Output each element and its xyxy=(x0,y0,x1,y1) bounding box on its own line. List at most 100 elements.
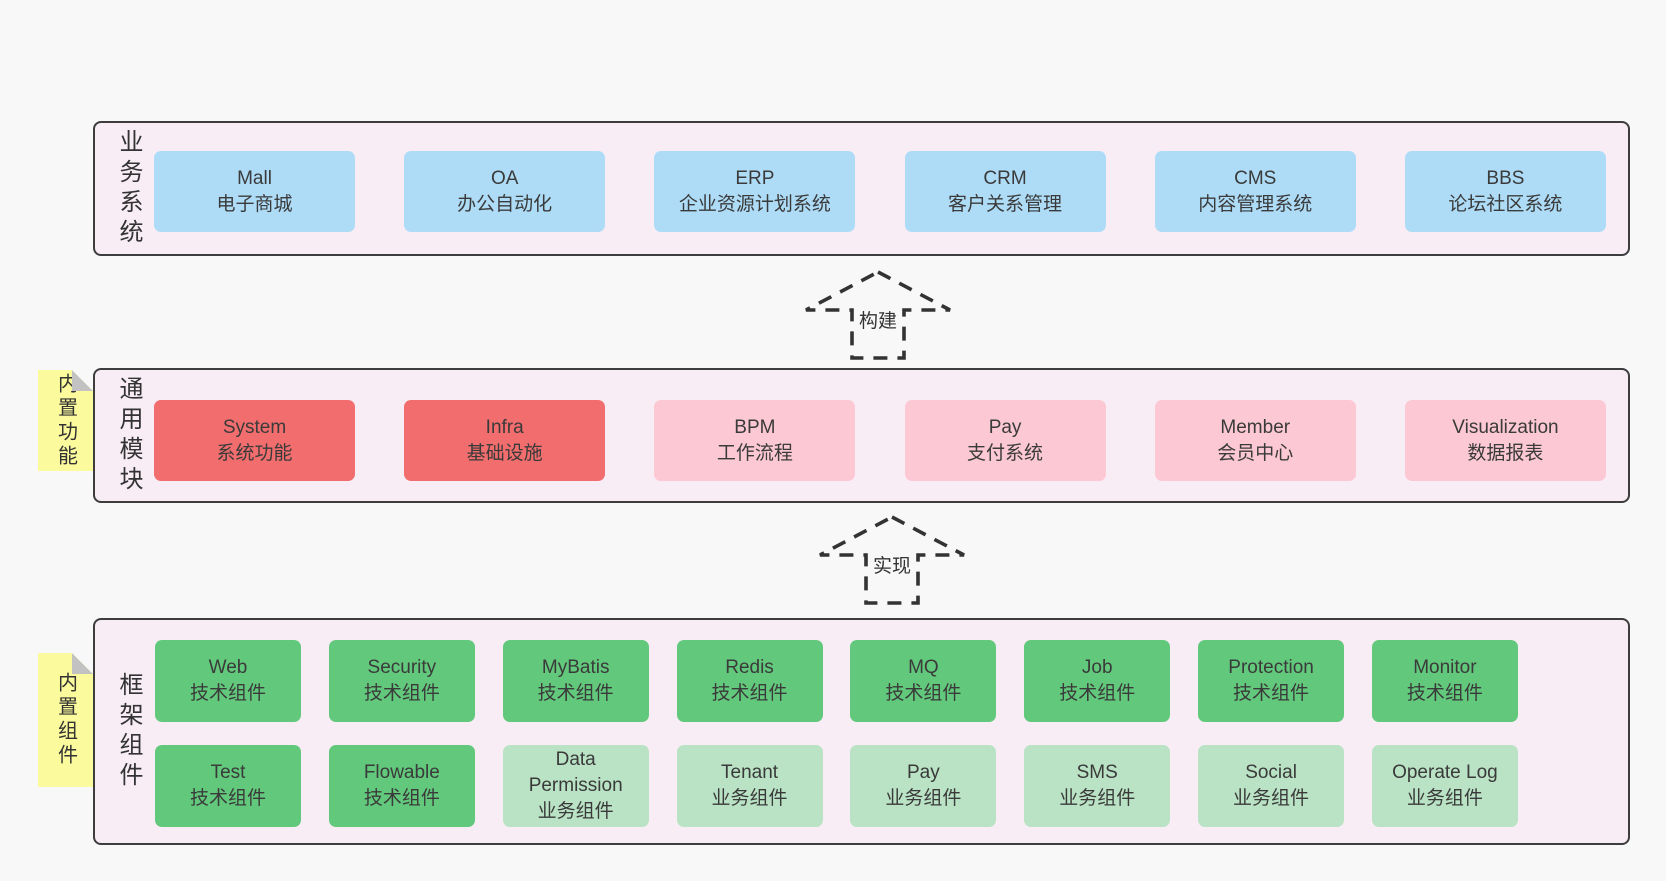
node-subtitle: 技术组件 xyxy=(363,788,440,809)
node-subtitle: 企业资源计划系统 xyxy=(678,193,831,215)
common-modules-row: System 系统功能 Infra 基础设施 BPM 工作流程 Pay 支付系统… xyxy=(154,400,1606,481)
node-title: Operate Log xyxy=(1392,762,1498,783)
builtin-features-sticky-note: 内置功能 xyxy=(38,370,93,471)
business-systems-row: Mall 电子商城 OA 办公自动化 ERP 企业资源计划系统 CRM 客户关系… xyxy=(154,151,1606,232)
node-title: Pay xyxy=(988,416,1022,438)
node-subtitle: 系统功能 xyxy=(216,442,293,464)
framework-components-section: 框架组件 Web 技术组件 Security 技术组件 MyBatis 技术组件… xyxy=(93,618,1630,845)
up-arrow-icon xyxy=(805,269,951,360)
diagram-node-job: Job 技术组件 xyxy=(1024,640,1171,722)
node-subtitle: 技术组件 xyxy=(363,683,440,704)
node-subtitle: 技术组件 xyxy=(885,683,962,704)
diagram-node-test: Test 技术组件 xyxy=(155,745,301,827)
diagram-node-monitor: Monitor 技术组件 xyxy=(1371,640,1518,722)
framework-row-2: Test 技术组件 Flowable 技术组件 Data Permission … xyxy=(155,745,1518,827)
node-subtitle: 基础设施 xyxy=(466,442,543,464)
common-modules-section: 通用模块 System 系统功能 Infra 基础设施 BPM 工作流程 Pay… xyxy=(93,368,1630,503)
diagram-node-member: Member 会员中心 xyxy=(1154,400,1356,481)
framework-row-1: Web 技术组件 Security 技术组件 MyBatis 技术组件 Redi… xyxy=(155,640,1518,722)
diagram-node-mq: MQ 技术组件 xyxy=(850,640,997,722)
node-title: SMS xyxy=(1076,762,1118,783)
node-title: CRM xyxy=(983,167,1027,189)
node-title: OA xyxy=(490,167,519,189)
diagram-node-flowable: Flowable 技术组件 xyxy=(328,745,475,827)
node-title: Member xyxy=(1220,416,1291,438)
diagram-node-oa: OA 办公自动化 xyxy=(404,151,606,232)
diagram-node-crm: CRM 客户关系管理 xyxy=(904,151,1106,232)
node-title: Flowable xyxy=(363,762,440,783)
diagram-node-mybatis: MyBatis 技术组件 xyxy=(502,640,649,722)
node-subtitle: 技术组件 xyxy=(189,683,266,704)
node-subtitle: 技术组件 xyxy=(537,683,614,704)
node-subtitle: 技术组件 xyxy=(1233,683,1310,704)
node-title: Pay xyxy=(907,762,940,783)
common-modules-vertical-label: 通用模块 xyxy=(105,370,151,501)
vertical-label-text: 通用模块 xyxy=(115,375,142,496)
build-arrow: 构建 xyxy=(803,269,953,361)
up-arrow-icon xyxy=(819,514,965,605)
node-subtitle: 技术组件 xyxy=(189,788,266,809)
diagram-node-operate-log: Operate Log 业务组件 xyxy=(1371,745,1518,827)
node-subtitle: 技术组件 xyxy=(711,683,788,704)
node-subtitle: 数据报表 xyxy=(1467,442,1544,464)
diagram-node-security: Security 技术组件 xyxy=(328,640,475,722)
node-subtitle: 电子商城 xyxy=(216,193,293,215)
node-title: Visualization xyxy=(1452,416,1559,438)
node-title: ERP xyxy=(735,167,775,189)
builtin-components-sticky-note: 内置组件 xyxy=(38,653,93,787)
node-subtitle: 业务组件 xyxy=(537,801,614,822)
node-subtitle: 论坛社区系统 xyxy=(1448,193,1563,215)
node-subtitle: 业务组件 xyxy=(1059,788,1136,809)
diagram-node-protection: Protection 技术组件 xyxy=(1198,640,1345,722)
node-title: Social xyxy=(1245,762,1297,783)
node-title: BBS xyxy=(1486,167,1525,189)
node-subtitle: 业务组件 xyxy=(885,788,962,809)
node-subtitle: 内容管理系统 xyxy=(1198,193,1313,215)
diagram-node-system: System 系统功能 xyxy=(154,400,355,481)
diagram-node-infra: Infra 基础设施 xyxy=(404,400,606,481)
implement-arrow: 实现 xyxy=(817,514,967,606)
node-title: Protection xyxy=(1228,657,1314,678)
node-subtitle: 业务组件 xyxy=(1406,788,1483,809)
diagram-node-data-permission: Data Permission 业务组件 xyxy=(502,745,649,827)
diagram-node-pay-module: Pay 支付系统 xyxy=(904,400,1106,481)
diagram-node-pay-component: Pay 业务组件 xyxy=(850,745,997,827)
node-title: Redis xyxy=(725,657,774,678)
node-title: Tenant xyxy=(721,762,779,783)
diagram-node-mall: Mall 电子商城 xyxy=(154,151,355,232)
node-title: BPM xyxy=(734,416,776,438)
implement-arrow-label: 实现 xyxy=(869,550,915,579)
diagram-node-cms: CMS 内容管理系统 xyxy=(1154,151,1356,232)
node-subtitle: 办公自动化 xyxy=(457,193,553,215)
node-title: Mall xyxy=(237,167,272,189)
node-title: Security xyxy=(367,657,437,678)
node-title: Infra xyxy=(485,416,524,438)
node-title: Job xyxy=(1081,657,1113,678)
business-systems-vertical-label: 业务系统 xyxy=(105,123,151,254)
business-systems-section: 业务系统 Mall 电子商城 OA 办公自动化 ERP 企业资源计划系统 CRM… xyxy=(93,121,1630,256)
diagram-node-social: Social 业务组件 xyxy=(1198,745,1345,827)
diagram-node-tenant: Tenant 业务组件 xyxy=(676,745,823,827)
node-title: MQ xyxy=(908,657,939,678)
node-title: Web xyxy=(208,657,248,678)
vertical-label-text: 框架组件 xyxy=(115,671,142,792)
node-title: Data Permission xyxy=(528,749,623,796)
node-title: MyBatis xyxy=(541,657,610,678)
node-subtitle: 客户关系管理 xyxy=(948,193,1063,215)
node-title: Monitor xyxy=(1413,657,1477,678)
diagram-node-redis: Redis 技术组件 xyxy=(676,640,823,722)
diagram-node-sms: SMS 业务组件 xyxy=(1024,745,1171,827)
node-subtitle: 会员中心 xyxy=(1217,442,1294,464)
sticky-note-text: 内置组件 xyxy=(54,672,77,768)
node-subtitle: 技术组件 xyxy=(1059,683,1136,704)
node-title: CMS xyxy=(1234,167,1277,189)
node-title: System xyxy=(222,416,287,438)
node-title: Test xyxy=(210,762,246,783)
diagram-node-bbs: BBS 论坛社区系统 xyxy=(1404,151,1606,232)
framework-components-vertical-label: 框架组件 xyxy=(105,620,151,843)
diagram-node-web: Web 技术组件 xyxy=(155,640,301,722)
build-arrow-label: 构建 xyxy=(855,305,901,334)
diagram-node-visualization: Visualization 数据报表 xyxy=(1404,400,1606,481)
sticky-note-text: 内置功能 xyxy=(54,372,77,469)
node-subtitle: 业务组件 xyxy=(1233,788,1310,809)
